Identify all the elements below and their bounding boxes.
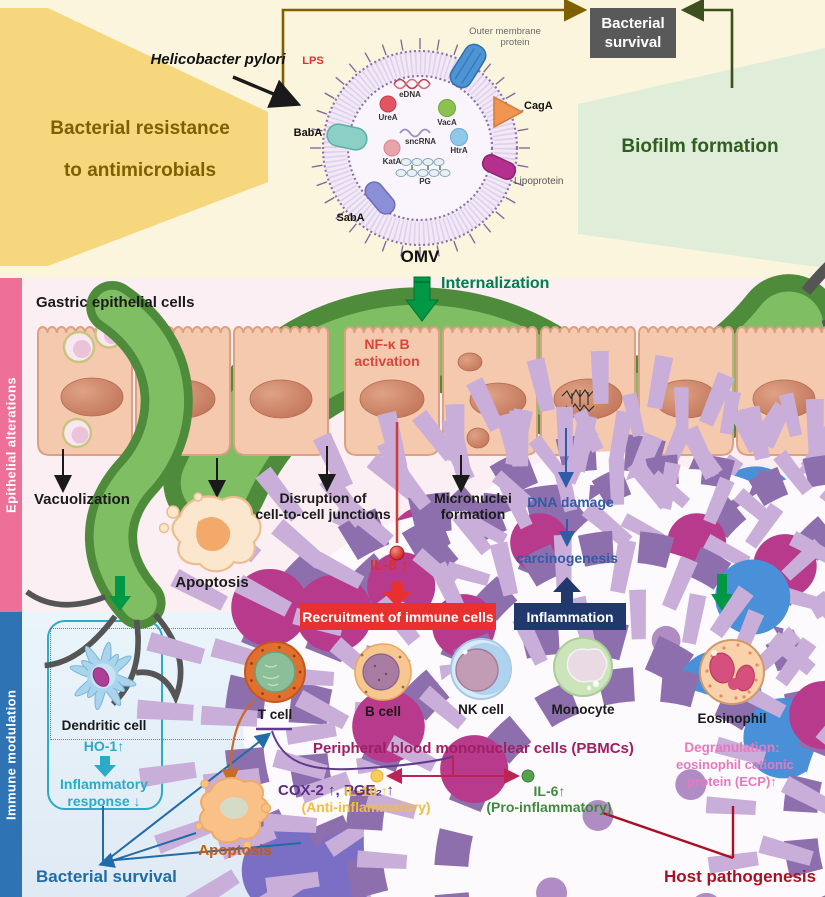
epithelial-band-background [0,278,825,612]
caga-label: CagA [524,100,553,112]
monocyte-label: Monocyte [551,702,615,717]
inflammatory-response-line2: response ↓ [67,793,141,809]
il10-note-label: (Anti-inflammatory) [301,799,431,815]
pathogen-label: Helicobacter pylori [150,51,286,68]
apoptosis-mid-label: Apoptosis [175,574,249,591]
sidebar-epithelial: Epithelial alterations [0,278,22,612]
bacterial-survival-box-line2: survival [604,34,662,51]
nfkb-label-line1: NF-κ B [364,336,410,352]
inflammation-box: Inflammation [514,603,626,630]
micronuclei-label-line1: Micronuclei [434,490,512,506]
sidebar-epithelial-label: Epithelial alterations [3,377,19,513]
bacterial-survival-box: Bacterial survival [590,8,676,58]
host-pathogenesis-label: Host pathogenesis [664,867,817,886]
disruption-label-line2: cell-to-cell junctions [255,506,391,522]
vacuolization-label: Vacuolization [34,491,130,508]
apoptosis-bottom-label: Apoptosis [198,842,272,859]
omv-title: OMV [400,247,440,266]
left-banner-line1: Bacterial resistance [50,118,230,139]
internalization-label: Internalization [441,275,550,292]
sidebar-immune-label: Immune modulation [3,689,19,820]
degranulation-line2: eosinophil cationic [676,757,794,772]
gastric-cells-label: Gastric epithelial cells [36,294,195,311]
lipoprotein-label: Lipoprotein [514,176,564,187]
lps-label: LPS [302,55,324,67]
omp-label-line1: Outer membrane [469,26,541,37]
saba-label: SabA [336,212,365,224]
baba-label: BabA [293,127,323,139]
degranulation-line3: protein (ECP)↑ [687,774,777,789]
urea-label: UreA [378,113,398,122]
ho1-label: HO-1↑ [83,738,125,754]
htra-label: HtrA [450,146,468,155]
right-banner-label: Biofilm formation [621,136,779,157]
degranulation-line1: Degranulation: [684,740,780,755]
recruitment-box: Recruitment of immune cells [300,603,496,630]
sidebar-immune: Immune modulation [0,612,22,897]
kata-label: KatA [382,157,402,166]
dendritic-cell-label: Dendritic cell [61,718,147,733]
bacterial-survival-label: Bacterial survival [36,867,177,886]
inflammatory-response-line1: Inflammatory [60,776,148,792]
vaca-label: VacA [437,118,457,127]
il6-label: IL-6↑ [533,783,566,799]
nfkb-label-line2: activation [354,353,420,369]
pg-label: PG [419,177,431,186]
carcinogenesis-label: carcinogenesis [516,550,618,566]
b-cell-label: B cell [364,704,402,719]
bacterial-survival-box-line1: Bacterial [601,14,665,32]
pbmcs-label: Peripheral blood mononuclear cells (PBMC… [313,740,634,757]
omp-label-line2: protein [500,37,530,48]
sncrna-label: sncRNA [404,137,437,146]
il10-label: IL-10 ↑ [344,783,388,799]
eosinophil-label: Eosinophil [697,711,767,726]
disruption-label-line1: Disruption of [279,490,367,506]
t-cell-label: T cell [257,707,293,722]
il6-note-label: (Pro-inflammatory) [486,799,612,815]
edna-label: eDNA [399,90,421,99]
il8-label: IL-8 ↑ [370,557,409,574]
nk-cell-label: NK cell [458,702,504,717]
dna-damage-label: DNA damage [527,494,614,510]
micronuclei-label-line2: formation [440,506,506,522]
left-banner-line2: to antimicrobials [63,160,217,181]
